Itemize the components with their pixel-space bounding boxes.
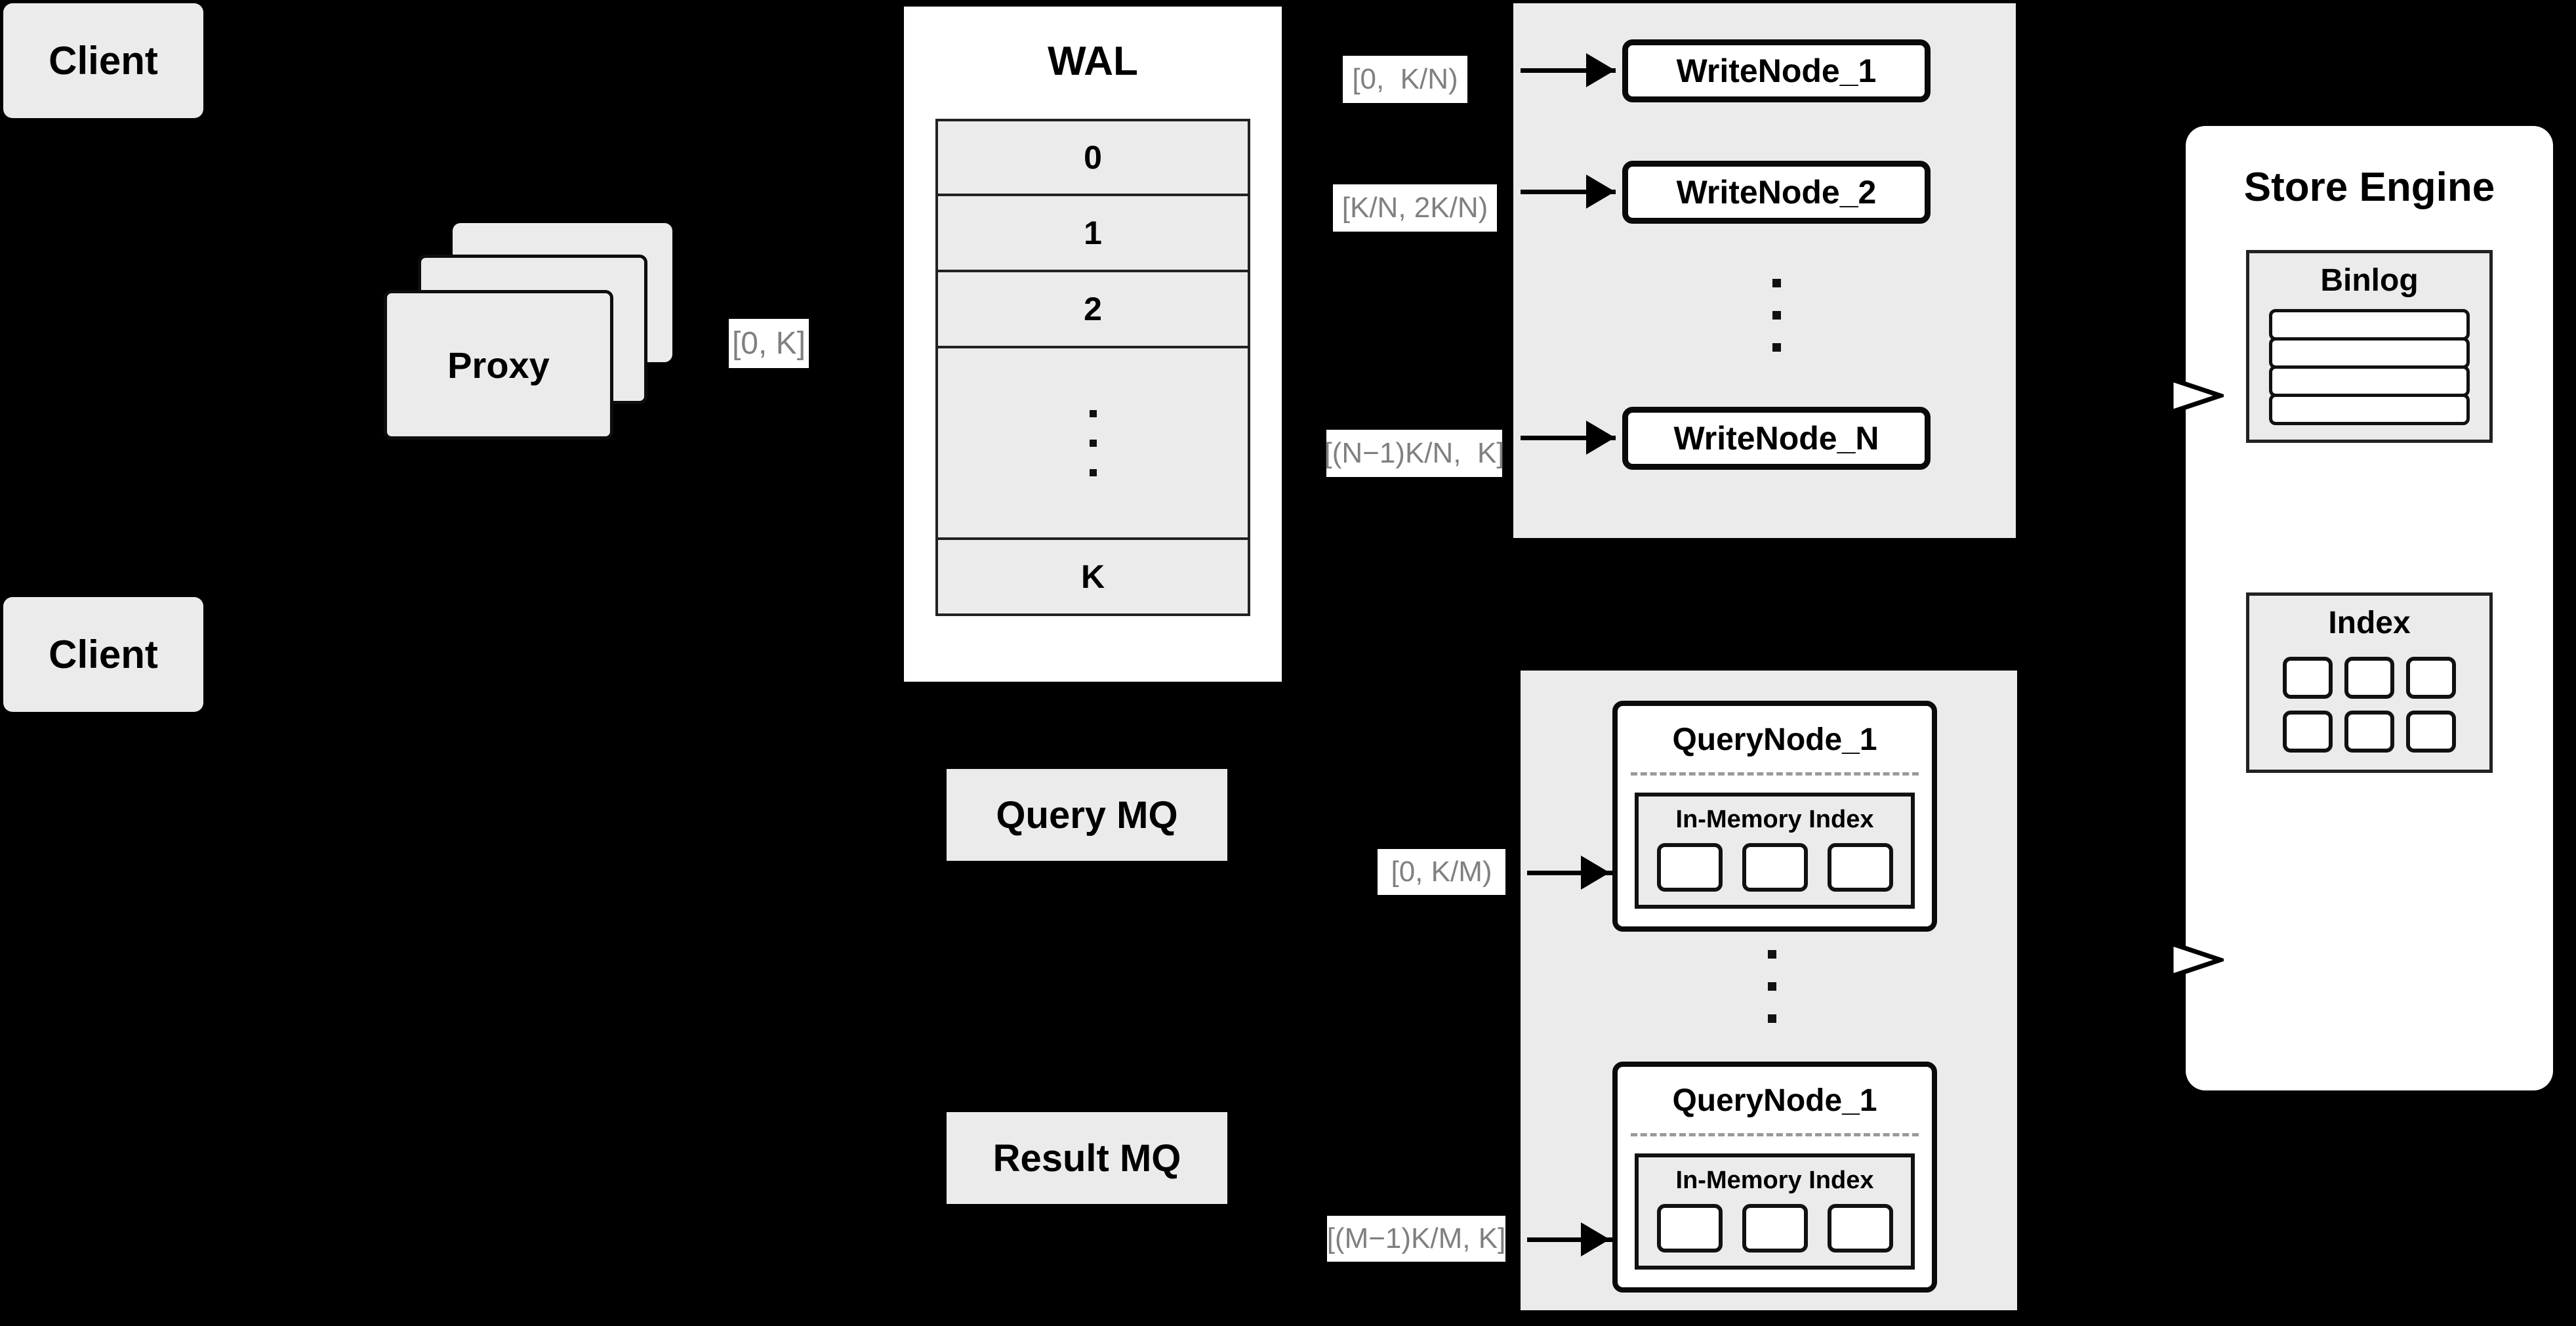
arrow-shaft-write-n (1521, 436, 1616, 440)
arrow-shaft-query-m (1527, 1237, 1612, 1242)
arrow-binlog (2135, 374, 2224, 417)
write-node-2[interactable]: WriteNode_2 (1622, 161, 1931, 224)
write-node-n[interactable]: WriteNode_N (1622, 407, 1931, 470)
query-cluster-ellipsis (1768, 950, 1776, 1023)
range-label-write-node-1-text: [0, K/N) (1352, 63, 1458, 95)
store-engine-title: Store Engine (2243, 165, 2495, 210)
index-slot[interactable] (1656, 843, 1723, 892)
wal-entry-ellipsis (938, 348, 1248, 540)
query-node-1-in-memory-index[interactable]: In-Memory Index (1635, 793, 1915, 909)
store-index-title: Index (2328, 606, 2411, 640)
query-node-m-divider (1631, 1133, 1919, 1136)
query-node-m-title: QueryNode_1 (1672, 1083, 1877, 1118)
store-engine-panel: Store Engine Binlog Index (2186, 126, 2553, 1090)
store-index-cell[interactable] (2344, 657, 2394, 699)
arrow-store-index (2135, 938, 2224, 982)
store-index-cell[interactable] (2344, 711, 2394, 753)
write-node-2-label: WriteNode_2 (1676, 174, 1877, 211)
wal-table: 0 1 2 K (935, 119, 1250, 616)
client-node-2-label: Client (49, 632, 158, 676)
binlog-title: Binlog (2320, 263, 2419, 298)
range-label-write-node-2-text: [K/N, 2K/N) (1341, 192, 1488, 224)
store-index-grid (2249, 653, 2489, 770)
write-node-1[interactable]: WriteNode_1 (1622, 39, 1931, 102)
write-node-1-label: WriteNode_1 (1676, 52, 1877, 89)
result-mq-node[interactable]: Result MQ (947, 1112, 1227, 1204)
binlog-bars (2249, 309, 2489, 440)
query-node-m-index-title: In-Memory Index (1675, 1167, 1874, 1194)
range-label-write-node-n-text: [(N−1)K/N, K] (1324, 437, 1505, 469)
wal-entry-1[interactable]: 1 (938, 196, 1248, 272)
proxy-stack[interactable]: Proxy (384, 217, 685, 440)
index-slot[interactable] (1742, 1204, 1808, 1253)
wal-title: WAL (1048, 39, 1138, 84)
arrow-head-write-2 (1586, 175, 1615, 209)
wal-entry-k[interactable]: K (938, 540, 1248, 616)
query-node-m[interactable]: QueryNode_1 In-Memory Index (1612, 1062, 1937, 1293)
index-slot[interactable] (1656, 1204, 1723, 1253)
arrow-shaft-write-2 (1521, 190, 1616, 194)
result-mq-label: Result MQ (992, 1136, 1181, 1180)
index-slot[interactable] (1742, 843, 1808, 892)
binlog-entry[interactable] (2269, 365, 2470, 397)
binlog-box[interactable]: Binlog (2246, 250, 2493, 443)
range-label-query-node-1-text: [0, K/M) (1391, 856, 1492, 888)
wal-entry-2[interactable]: 2 (938, 272, 1248, 348)
wal-panel: WAL 0 1 2 K (899, 2, 1286, 686)
arrow-head-query-1 (1581, 856, 1610, 890)
query-node-1-index-title: In-Memory Index (1675, 806, 1874, 833)
arrow-head-write-n (1586, 421, 1615, 455)
write-cluster-ellipsis (1772, 279, 1781, 352)
query-node-1[interactable]: QueryNode_1 In-Memory Index (1612, 701, 1937, 932)
proxy-label: Proxy (447, 344, 550, 386)
store-index-cell[interactable] (2283, 657, 2333, 699)
query-mq-label: Query MQ (996, 793, 1178, 837)
binlog-entry[interactable] (2269, 337, 2470, 369)
range-label-write-node-1: [0, K/N) (1343, 56, 1467, 103)
client-node-1-label: Client (49, 39, 158, 83)
client-node-1[interactable]: Client (3, 3, 203, 118)
store-index-cell[interactable] (2283, 711, 2333, 753)
wal-entry-0[interactable]: 0 (938, 121, 1248, 196)
arrow-shaft-query-1 (1527, 871, 1612, 875)
range-label-query-node-m-text: [(M−1)K/M, K] (1326, 1222, 1506, 1254)
store-index-cell[interactable] (2406, 657, 2456, 699)
proxy-card-front[interactable]: Proxy (384, 290, 613, 440)
query-mq-node[interactable]: Query MQ (947, 769, 1227, 861)
range-label-query-node-m: [(M−1)K/M, K] (1327, 1216, 1505, 1262)
range-label-proxy-to-wal-text: [0, K] (731, 325, 806, 361)
arrow-head-write-1 (1586, 53, 1615, 87)
store-index-box[interactable]: Index (2246, 592, 2493, 773)
range-label-proxy-to-wal: [0, K] (729, 319, 809, 368)
range-label-write-node-2: [K/N, 2K/N) (1333, 184, 1497, 232)
index-slot[interactable] (1827, 1204, 1893, 1253)
query-node-m-index-slots (1639, 1195, 1911, 1266)
range-label-write-node-n: [(N−1)K/N, K] (1324, 430, 1505, 477)
query-node-m-in-memory-index[interactable]: In-Memory Index (1635, 1153, 1915, 1270)
binlog-entry[interactable] (2269, 394, 2470, 425)
store-index-cell[interactable] (2406, 711, 2456, 753)
write-node-n-label: WriteNode_N (1673, 420, 1879, 457)
client-node-2[interactable]: Client (3, 597, 203, 712)
query-node-1-index-slots (1639, 834, 1911, 905)
arrow-head-query-m (1581, 1222, 1610, 1256)
arrow-shaft-write-1 (1521, 68, 1616, 73)
range-label-query-node-1: [0, K/M) (1378, 849, 1505, 895)
query-node-1-title: QueryNode_1 (1672, 722, 1877, 757)
query-node-1-divider (1631, 772, 1919, 776)
binlog-entry[interactable] (2269, 309, 2470, 341)
index-slot[interactable] (1827, 843, 1893, 892)
